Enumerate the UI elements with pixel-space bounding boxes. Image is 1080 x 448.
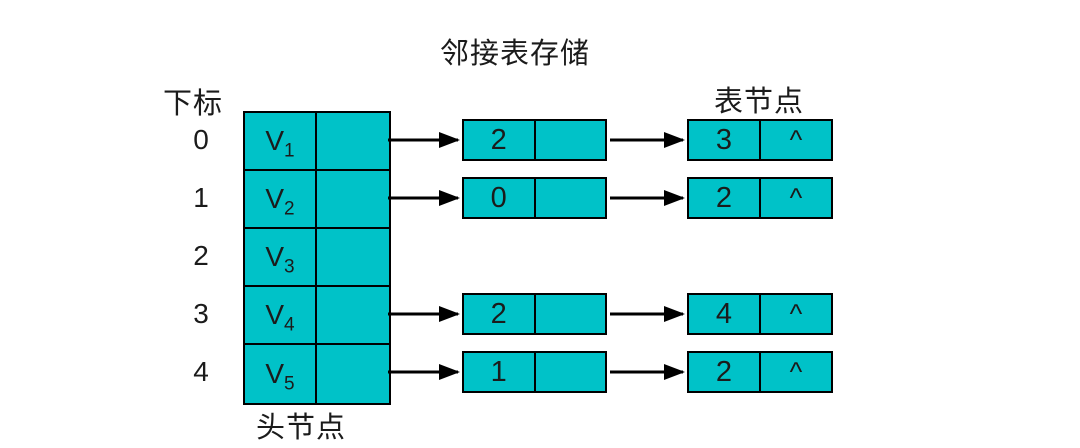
list-node-row3-last: 4 ^ xyxy=(687,293,833,335)
head-pointer-cell-2 xyxy=(317,229,389,287)
null-pointer-cell: ^ xyxy=(789,298,803,329)
null-pointer-cell: ^ xyxy=(789,356,803,387)
node-pointer-cell xyxy=(536,353,606,391)
row-index-1: 1 xyxy=(193,182,209,213)
vertex-label: V1 xyxy=(265,125,295,162)
list-node-row1-last: 2 ^ xyxy=(687,177,833,219)
list-node-row3-first: 2 xyxy=(462,293,607,335)
vertex-cell-4: V5 xyxy=(245,345,317,403)
node-pointer-cell xyxy=(536,295,606,333)
node-value-cell: 4 xyxy=(689,295,761,333)
list-node-row4-last: 2 ^ xyxy=(687,351,833,393)
row-index-4: 4 xyxy=(193,356,209,387)
vertex-cell-3: V4 xyxy=(245,287,317,345)
table-node-label: 表节点 xyxy=(714,86,805,118)
list-node-row0-last: 3 ^ xyxy=(687,119,833,161)
head-pointer-cell-4 xyxy=(317,345,389,403)
vertex-cell-0: V1 xyxy=(245,113,317,171)
vertex-cell-1: V2 xyxy=(245,171,317,229)
node-value-cell: 2 xyxy=(689,179,761,217)
head-node-table: V1 V2 V3 V4 V5 xyxy=(243,111,391,405)
head-pointer-cell-1 xyxy=(317,171,389,229)
list-node-row4-first: 1 xyxy=(462,351,607,393)
null-pointer-cell: ^ xyxy=(789,124,803,155)
row-index-0: 0 xyxy=(193,124,209,155)
head-pointer-cell-0 xyxy=(317,113,389,171)
index-column-header: 下标 xyxy=(163,88,224,120)
head-pointer-cell-3 xyxy=(317,287,389,345)
head-node-label: 头节点 xyxy=(256,412,347,444)
diagram-title: 邻接表存储 xyxy=(440,38,591,70)
node-value-cell: 3 xyxy=(689,121,761,159)
row-index-3: 3 xyxy=(193,298,209,329)
list-node-row0-first: 2 xyxy=(462,119,607,161)
node-value-cell: 2 xyxy=(464,121,536,159)
node-pointer-cell xyxy=(536,179,606,217)
vertex-label: V5 xyxy=(265,358,295,395)
list-node-row1-first: 0 xyxy=(462,177,607,219)
vertex-cell-2: V3 xyxy=(245,229,317,287)
vertex-label: V2 xyxy=(265,183,295,220)
node-value-cell: 1 xyxy=(464,353,536,391)
vertex-label: V3 xyxy=(265,241,295,278)
row-index-2: 2 xyxy=(193,240,209,271)
vertex-label: V4 xyxy=(265,299,295,336)
null-pointer-cell: ^ xyxy=(789,182,803,213)
node-pointer-cell xyxy=(536,121,606,159)
node-value-cell: 0 xyxy=(464,179,536,217)
node-value-cell: 2 xyxy=(689,353,761,391)
node-value-cell: 2 xyxy=(464,295,536,333)
